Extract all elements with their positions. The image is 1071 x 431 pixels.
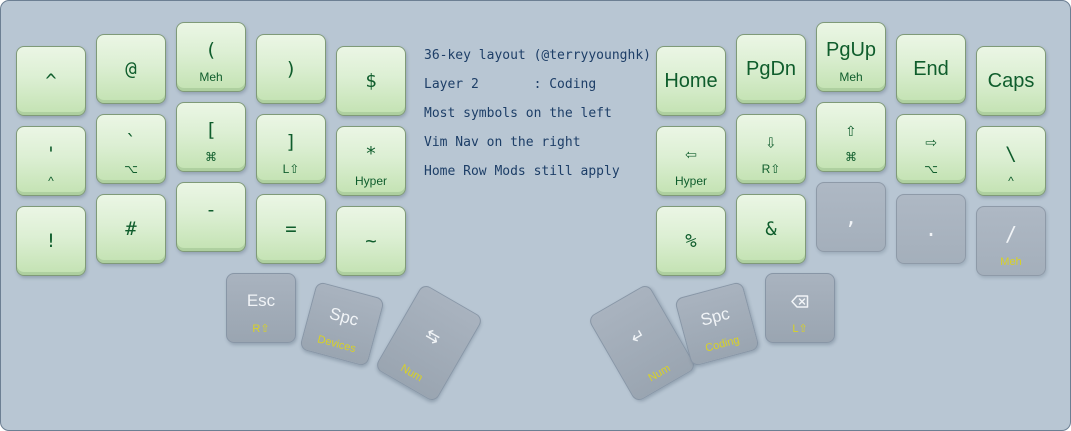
key-period: . (896, 194, 966, 264)
key-open-bracket: [ ⌘ (176, 102, 246, 172)
key-apostrophe: ' ^ (16, 126, 86, 196)
key-caret: ^ (16, 46, 86, 116)
key-label: ~ (365, 230, 377, 252)
layout-note: Most symbols on the left (424, 106, 612, 121)
key-end: End (896, 34, 966, 104)
key-down-arrow: ⇩ R⇧ (736, 114, 806, 184)
key-dollar: $ (336, 46, 406, 116)
thumb-key-space-devices: Spc Devices (299, 281, 385, 367)
key-label: @ (125, 58, 137, 80)
key-label: * (365, 143, 377, 165)
key-label: ' (45, 143, 57, 165)
key-percent: % (656, 206, 726, 276)
key-left-arrow: ⇦ Hyper (656, 126, 726, 196)
key-label: # (125, 218, 137, 240)
key-label: \ (1005, 143, 1017, 165)
key-label: , (844, 205, 858, 229)
key-pgup: PgUp Meh (816, 22, 886, 92)
key-hold-label: ^ (48, 174, 54, 188)
right-arrow-icon: ⇨ (925, 131, 937, 153)
key-equals: = (256, 194, 326, 264)
key-hold-label: ⌥ (924, 162, 938, 176)
up-arrow-icon: ⇧ (845, 119, 857, 141)
layout-title: 36-key layout (@terryyounghk) (424, 48, 651, 63)
layout-note: Home Row Mods still apply (424, 164, 620, 179)
key-label: Caps (987, 69, 1035, 92)
thumb-key-tab-num: ⇆ Num (374, 283, 484, 403)
key-hold-label: R⇧ (252, 323, 270, 335)
key-ampersand: & (736, 194, 806, 264)
layer-name: Layer 2 : Coding (424, 77, 597, 92)
backspace-icon (791, 294, 809, 308)
key-pgdn: PgDn (736, 34, 806, 104)
key-hold-label: ⌘ (845, 150, 857, 164)
key-label: / (1004, 222, 1018, 246)
key-open-paren: ( Meh (176, 22, 246, 92)
key-hash: # (96, 194, 166, 264)
key-close-bracket: ] L⇧ (256, 114, 326, 184)
key-label: Esc (246, 291, 276, 310)
key-label: End (913, 57, 949, 80)
key-label: ( (205, 39, 217, 61)
key-hold-label: Meh (839, 70, 863, 84)
key-slash: / Meh (976, 206, 1046, 276)
key-comma: , (816, 182, 886, 252)
key-hold-label: ^ (1008, 174, 1014, 188)
key-hold-label: L⇧ (792, 323, 808, 335)
left-arrow-icon: ⇦ (685, 143, 697, 165)
key-hold-label: L⇧ (282, 162, 300, 176)
key-right-arrow: ⇨ ⌥ (896, 114, 966, 184)
key-label: ) (285, 58, 297, 80)
key-label: ! (45, 230, 57, 252)
key-label: [ (205, 119, 217, 141)
key-backslash: \ ^ (976, 126, 1046, 196)
thumb-key-backspace: L⇧ (765, 273, 835, 343)
key-label: % (685, 230, 697, 252)
key-tilde: ~ (336, 206, 406, 276)
key-label: . (924, 217, 938, 241)
key-backtick: ` ⌥ (96, 114, 166, 184)
key-hold-label: Hyper (354, 174, 387, 188)
key-hold-label: R⇧ (761, 162, 781, 176)
key-label: - (205, 199, 217, 221)
key-label: = (285, 218, 297, 240)
key-hold-label: ⌥ (124, 162, 138, 176)
key-at: @ (96, 34, 166, 104)
layout-note: Vim Nav on the right (424, 135, 581, 150)
down-arrow-icon: ⇩ (765, 131, 777, 153)
key-label: Home (664, 69, 718, 92)
key-hold-label: Hyper (674, 174, 707, 188)
key-asterisk: * Hyper (336, 126, 406, 196)
key-close-paren: ) (256, 34, 326, 104)
key-label: PgUp (825, 38, 877, 61)
key-hold-label: Meh (199, 70, 223, 84)
key-label: ] (285, 131, 297, 153)
key-hold-label: Meh (1000, 256, 1022, 268)
key-exclamation: ! (16, 206, 86, 276)
key-up-arrow: ⇧ ⌘ (816, 102, 886, 172)
key-label: & (765, 218, 777, 240)
key-label: $ (365, 70, 377, 92)
key-minus: - (176, 182, 246, 252)
key-caps: Caps (976, 46, 1046, 116)
key-icon-wrap (766, 260, 834, 342)
key-label: ` (125, 131, 137, 153)
key-label: PgDn (745, 57, 797, 80)
key-home: Home (656, 46, 726, 116)
thumb-key-esc: Esc R⇧ (226, 273, 296, 343)
key-label: ^ (45, 70, 57, 92)
layout-info: 36-key layout (@terryyounghk) Layer 2 : … (424, 48, 651, 193)
key-hold-label: ⌘ (205, 150, 217, 164)
